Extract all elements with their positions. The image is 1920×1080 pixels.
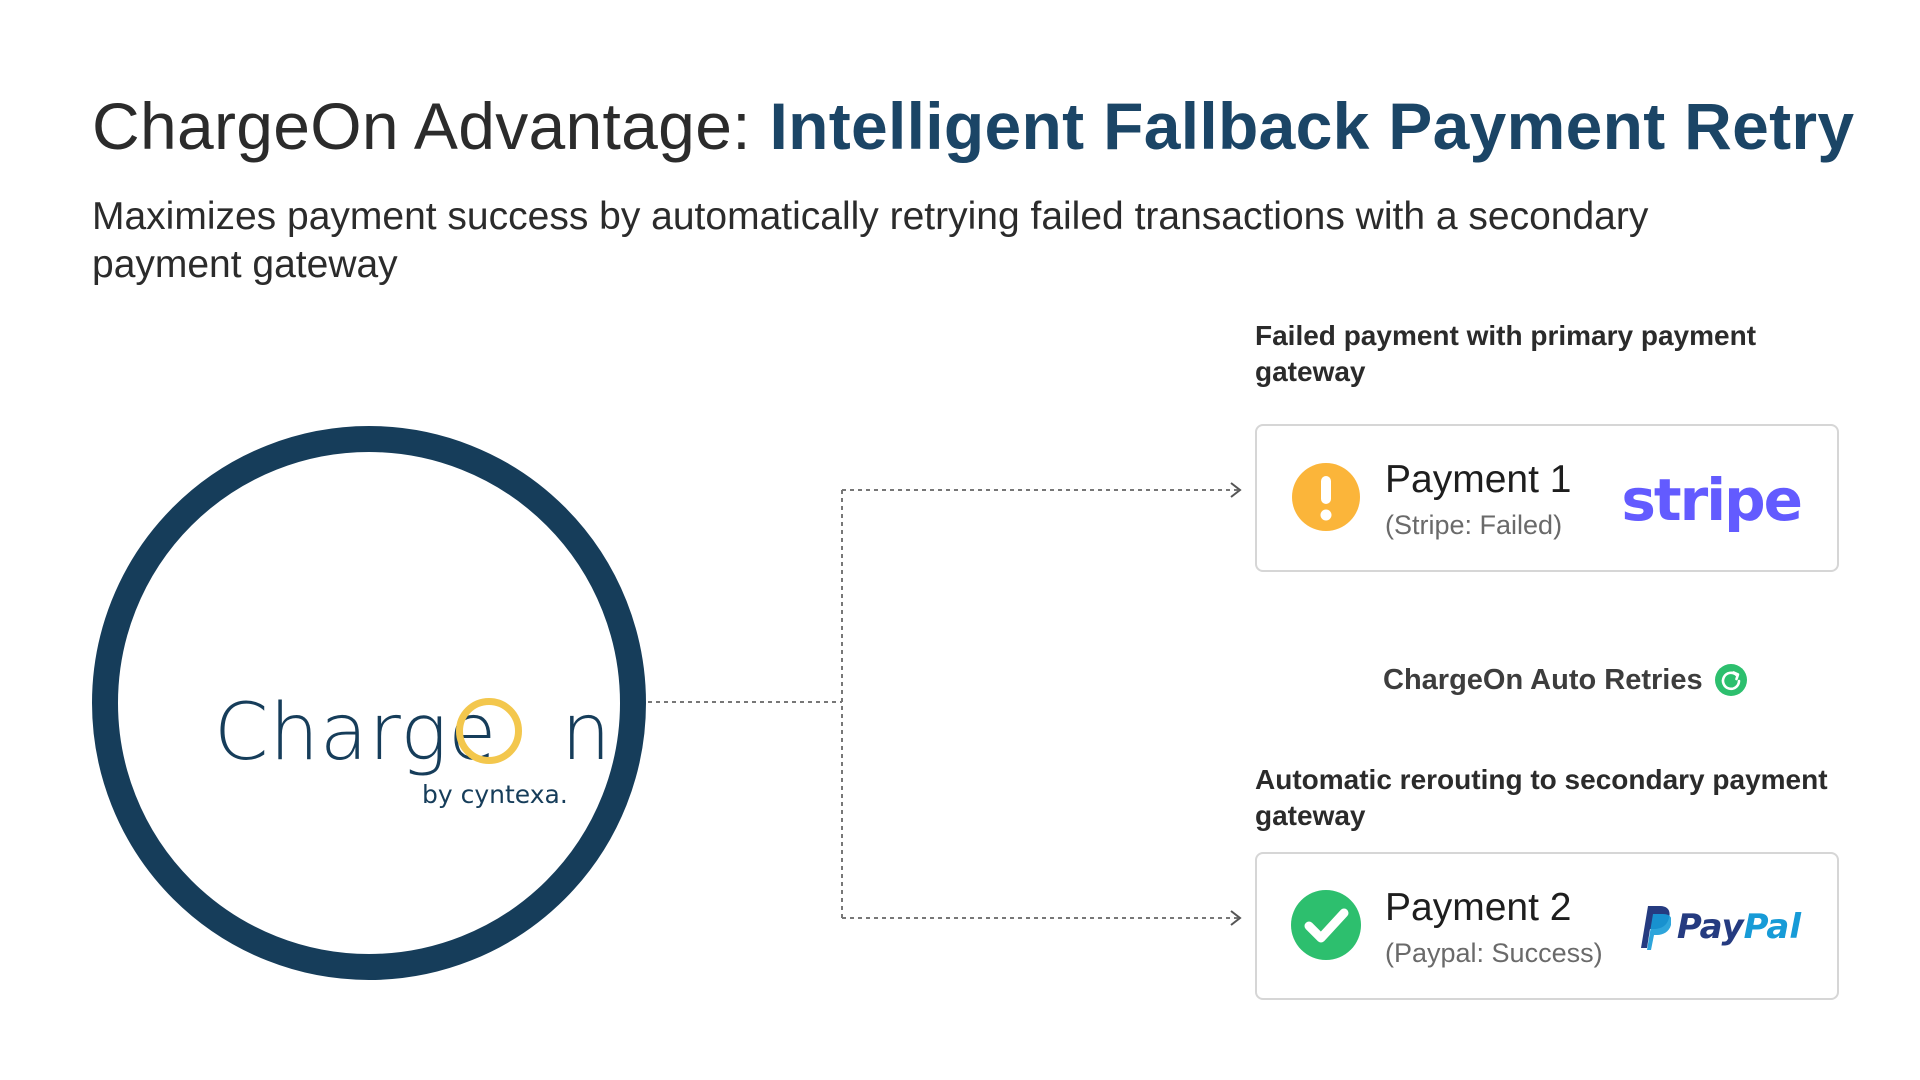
title-accent: Intelligent Fallback Payment Retry (769, 89, 1855, 163)
page-subtitle: Maximizes payment success by automatical… (92, 195, 1649, 286)
payment-2-card: Payment 2 (Paypal: Success) PayPal (1255, 852, 1839, 1000)
logo-word-pre: Charge (214, 688, 498, 778)
arrowhead-payment-2 (1230, 910, 1242, 926)
page-title: ChargeOn Advantage: Intelligent Fallback… (92, 88, 1854, 164)
primary-gateway-label: Failed payment with primary payment gate… (1255, 320, 1757, 387)
paypal-word-pay: Pay (1676, 907, 1744, 947)
check-circle-icon (1291, 890, 1361, 960)
paypal-logo: PayPal (1635, 904, 1801, 950)
payment-2-title: Payment 2 (1385, 886, 1572, 929)
arrowhead-payment-1 (1230, 482, 1242, 498)
paypal-p-icon (1640, 906, 1671, 950)
title-prefix: ChargeOn Advantage: (92, 89, 770, 163)
auto-retry-indicator: ChargeOn Auto Retries (1383, 660, 1747, 700)
logo-o-ring (456, 698, 522, 764)
paypal-wordmark: PayPal (1677, 907, 1801, 947)
refresh-icon (1714, 664, 1747, 696)
paypal-word-pal: Pal (1743, 907, 1801, 947)
payment-1-card: Payment 1 (Stripe: Failed) stripe (1255, 424, 1839, 572)
logo-word-post: n (561, 688, 612, 778)
auto-retry-label: ChargeOn Auto Retries (1383, 663, 1703, 696)
stripe-logo: stripe (1621, 466, 1803, 534)
payment-1-status: (Stripe: Failed) (1385, 510, 1563, 540)
payment-1-title: Payment 1 (1385, 458, 1572, 501)
warning-icon (1292, 463, 1360, 531)
secondary-gateway-label: Automatic rerouting to secondary payment… (1255, 764, 1828, 831)
logo-tagline: by cyntexa. (422, 780, 568, 809)
payment-2-status: (Paypal: Success) (1385, 938, 1603, 968)
